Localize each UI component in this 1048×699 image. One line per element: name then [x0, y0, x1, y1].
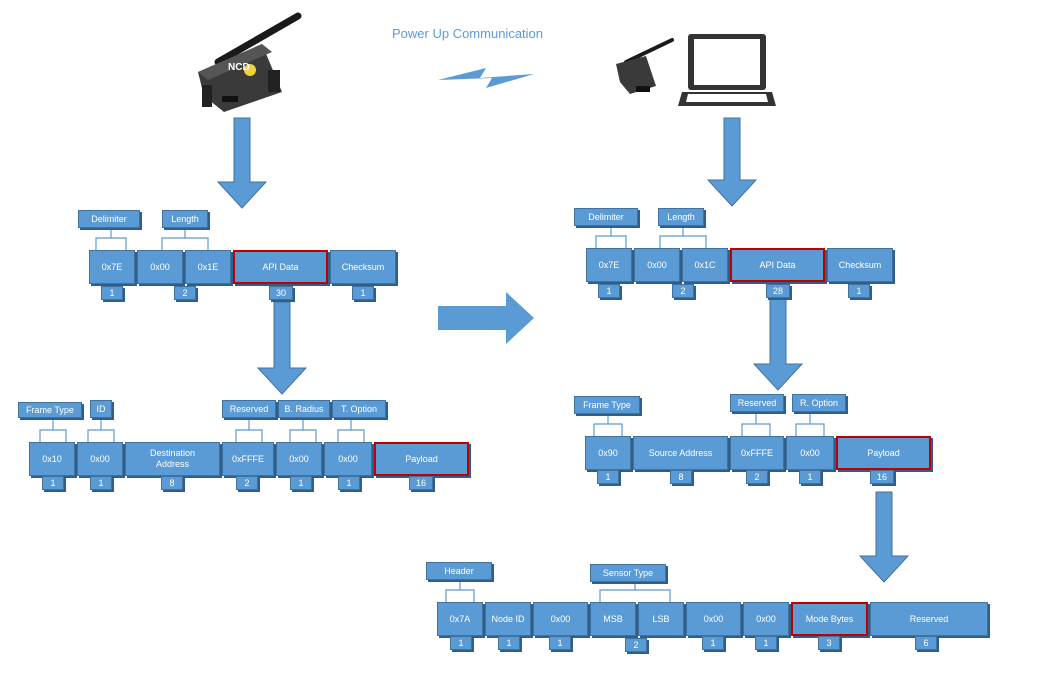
bracket-connectors [39, 226, 825, 602]
size-badge: 1 [42, 476, 64, 490]
cell-checksum: Checksum [330, 250, 396, 284]
cell-api-data: API Data [233, 250, 328, 284]
cell-checksum: Checksum [827, 248, 893, 282]
size-badge: 1 [702, 636, 724, 650]
cell-transmit-option: 0x00 [324, 442, 372, 476]
label-broadcast-radius: B. Radius [278, 400, 330, 418]
cell-reserved: Reserved [870, 602, 988, 636]
label-length: Length [162, 210, 208, 228]
cell-api-data: API Data [730, 248, 825, 282]
size-badge: 2 [174, 286, 196, 300]
size-badge: 1 [101, 286, 123, 300]
size-badge: 16 [870, 470, 894, 484]
size-badge: 6 [915, 636, 937, 650]
size-badge: 1 [498, 636, 520, 650]
cell-delimiter-value: 0x7E [89, 250, 135, 284]
size-badge: 1 [90, 476, 112, 490]
size-badge: 1 [450, 636, 472, 650]
cell-payload: Payload [836, 436, 931, 470]
size-badge: 1 [598, 284, 620, 298]
label-id: ID [90, 400, 112, 418]
cell-source-address: Source Address [633, 436, 728, 470]
cell-frame-id: 0x00 [77, 442, 123, 476]
cell-length-lsb: 0x1E [185, 250, 231, 284]
cell-firmware-byte: 0x00 [533, 602, 588, 636]
size-badge: 1 [338, 476, 360, 490]
size-badge: 28 [766, 284, 790, 298]
cell-destination-address: Destination Address [125, 442, 220, 476]
wireless-sensor-icon: NCD [198, 12, 302, 112]
cell-length-lsb: 0x1C [682, 248, 728, 282]
small-sensor-icon [616, 38, 674, 94]
cell-payload-byte: 0x00 [743, 602, 789, 636]
cell-reserved-value: 0xFFFE [730, 436, 784, 470]
cell-receive-option: 0x00 [786, 436, 834, 470]
cell-frame-type-value: 0x10 [29, 442, 75, 476]
label-delimiter: Delimiter [78, 210, 140, 228]
size-badge: 1 [597, 470, 619, 484]
cell-payload-byte: 0x00 [686, 602, 741, 636]
label-frame-type: Frame Type [574, 396, 640, 414]
cell-sensor-type-msb: MSB [590, 602, 636, 636]
label-header: Header [426, 562, 492, 580]
device-logo-text: NCD [228, 62, 250, 73]
size-badge: 30 [269, 286, 293, 300]
size-badge: 1 [755, 636, 777, 650]
size-badge: 1 [290, 476, 312, 490]
cell-payload: Payload [374, 442, 469, 476]
size-badge: 2 [672, 284, 694, 298]
size-badge: 2 [746, 470, 768, 484]
page-title: Power Up Communication [392, 26, 544, 41]
size-badge: 3 [818, 636, 840, 650]
cell-frame-type-value: 0x90 [585, 436, 631, 470]
label-sensor-type: Sensor Type [590, 564, 666, 582]
label-reserved: Reserved [730, 394, 784, 412]
label-receive-option: R. Option [792, 394, 846, 412]
label-delimiter: Delimiter [574, 208, 638, 226]
label-reserved: Reserved [222, 400, 276, 418]
cell-broadcast-radius: 0x00 [276, 442, 322, 476]
size-badge: 2 [236, 476, 258, 490]
size-badge: 8 [670, 470, 692, 484]
cell-mode-bytes: Mode Bytes [791, 602, 868, 636]
lightning-link-icon [438, 68, 534, 88]
size-badge: 2 [625, 638, 647, 652]
arrow-right-icon [438, 292, 534, 344]
size-badge: 8 [161, 476, 183, 490]
cell-header-value: 0x7A [437, 602, 483, 636]
cell-reserved-value: 0xFFFE [222, 442, 274, 476]
label-length: Length [658, 208, 704, 226]
cell-sensor-type-lsb: LSB [638, 602, 684, 636]
cell-delimiter-value: 0x7E [586, 248, 632, 282]
cell-length-msb: 0x00 [634, 248, 680, 282]
size-badge: 1 [549, 636, 571, 650]
size-badge: 16 [409, 476, 433, 490]
cell-node-id: Node ID [485, 602, 531, 636]
cell-length-msb: 0x00 [137, 250, 183, 284]
arrow-down-icon [216, 117, 910, 583]
size-badge: 1 [799, 470, 821, 484]
size-badge: 1 [352, 286, 374, 300]
size-badge: 1 [848, 284, 870, 298]
label-frame-type: Frame Type [18, 402, 82, 418]
laptop-icon [678, 34, 776, 106]
label-transmit-option: T. Option [332, 400, 386, 418]
